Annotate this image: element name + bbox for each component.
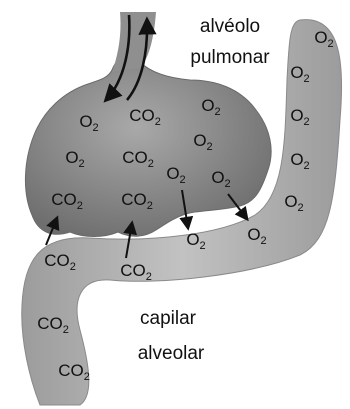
alveolus-label-line1: alvéolo xyxy=(200,16,260,37)
capillary-label-line2: alveolar xyxy=(138,343,205,364)
alveolus-label-line2: pulmonar xyxy=(190,47,270,68)
capillary-label-line1: capilar xyxy=(140,308,197,329)
alveolus-duct xyxy=(112,12,156,72)
o2-molecule-capillary-15: O2 xyxy=(314,28,333,50)
